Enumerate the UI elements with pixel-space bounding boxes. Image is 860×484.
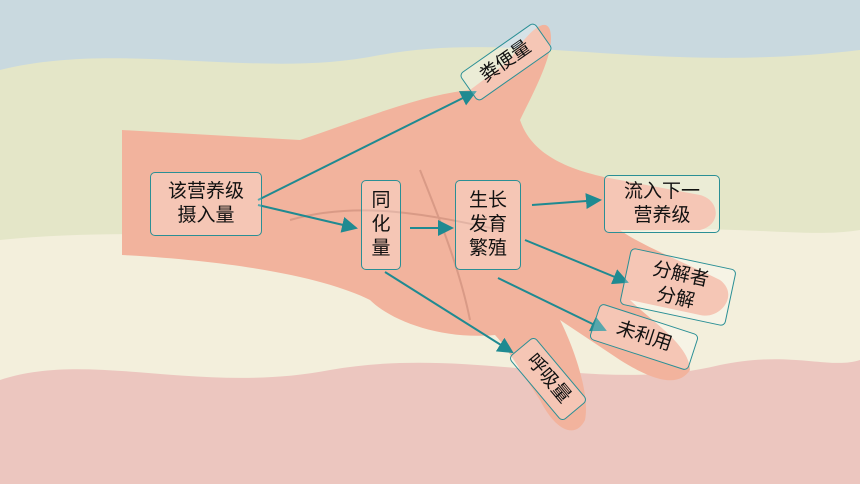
arrows: [257, 91, 629, 354]
arrow-intake-to-assimilated: [257, 204, 358, 233]
node-next-level: 流入下一 营养级: [604, 175, 720, 233]
arrow-assimilated-to-respiration: [384, 271, 514, 354]
red-wash: [0, 359, 860, 484]
node-growth: 生长 发育 繁殖: [455, 180, 521, 270]
palm-crease: [419, 169, 471, 321]
arrow-growth-to-unused: [497, 277, 607, 332]
arrow-growth-to-next-level: [531, 193, 602, 210]
arrow-intake-to-feces: [257, 91, 477, 201]
arrow-growth-to-decomposer: [524, 239, 629, 285]
node-intake: 该营养级 摄入量: [150, 172, 262, 236]
palm-crease: [289, 209, 501, 231]
node-assimilated: 同 化 量: [361, 180, 401, 270]
